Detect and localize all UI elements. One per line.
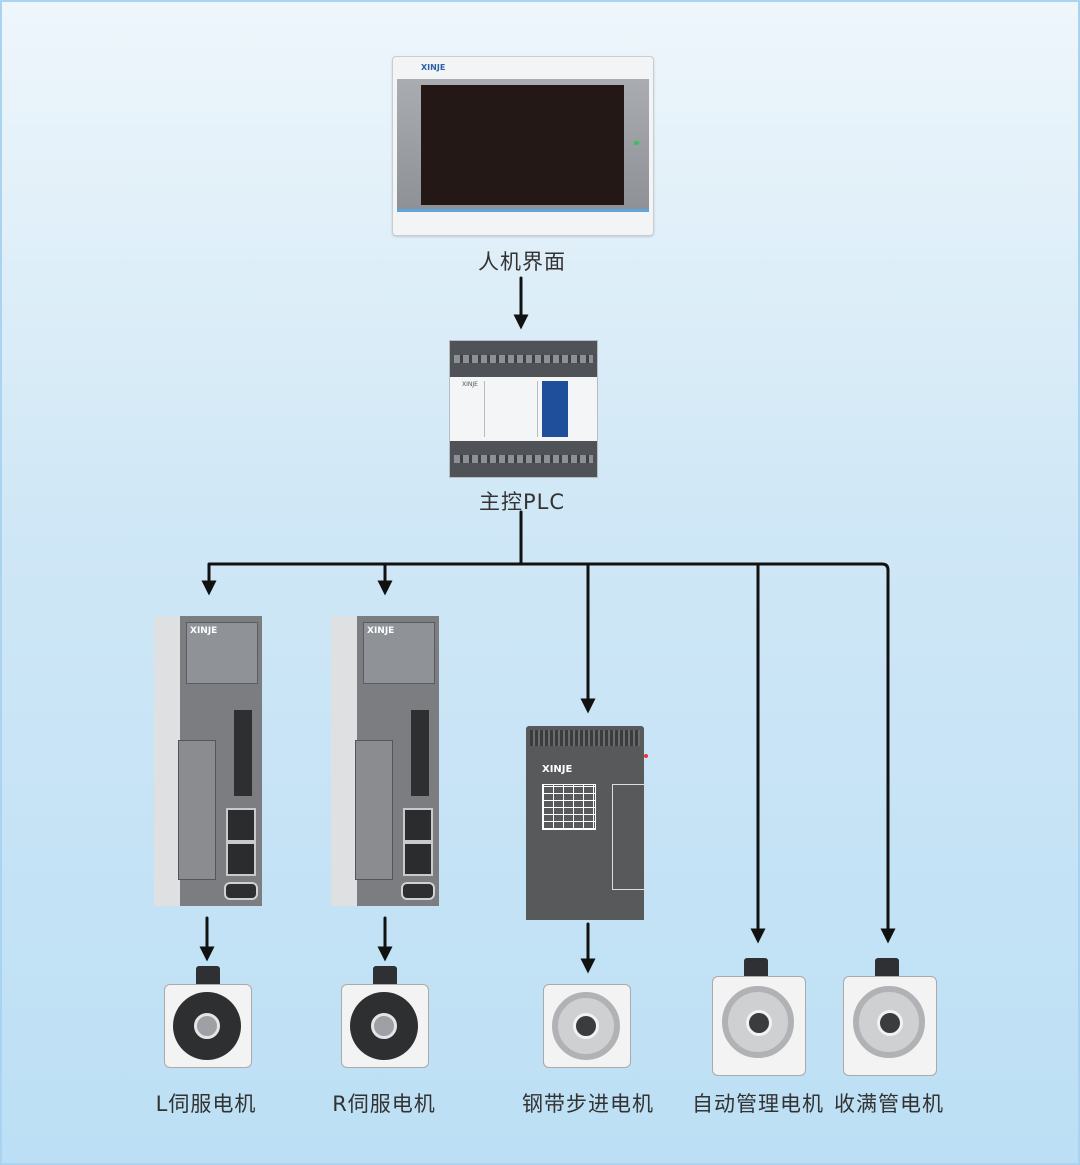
servo-driver-connector — [234, 710, 252, 796]
servo-driver-r-brand: XINJE — [367, 626, 395, 636]
servo-driver-db-port — [224, 882, 258, 900]
stepper-driver-terminal — [612, 784, 646, 890]
servo-driver-rj45-bottom — [226, 842, 256, 876]
servo-driver-panel — [178, 740, 216, 880]
motor-stepper — [543, 966, 631, 1068]
motor-face — [853, 986, 925, 1058]
motor-shaft — [746, 1010, 772, 1036]
stepper-driver: XINJE — [526, 726, 650, 920]
motor-l-label: L伺服电机 — [155, 1092, 257, 1116]
motor-shaft — [371, 1013, 397, 1039]
hmi-brand: XINJE — [421, 63, 446, 72]
motor-auto — [712, 958, 806, 1076]
servo-driver-l-brand: XINJE — [190, 626, 218, 636]
motor-l — [164, 966, 252, 1068]
servo-driver-l: XINJE — [154, 616, 262, 906]
hmi-led — [634, 141, 639, 145]
stepper-driver-led — [644, 754, 648, 758]
servo-driver-rj45-top — [226, 808, 256, 842]
servo-driver-panel — [355, 740, 393, 880]
motor-shaft — [877, 1010, 903, 1036]
servo-driver-r: XINJE — [331, 616, 439, 906]
stepper-driver-dip-table — [542, 784, 596, 830]
plc-device: XINJE — [449, 340, 598, 478]
edge-bus — [207, 562, 890, 934]
hmi-label: 人机界面 — [478, 250, 566, 274]
motor-r — [341, 966, 429, 1068]
stepper-driver-fins — [530, 730, 640, 746]
motor-r-label: R伺服电机 — [332, 1092, 436, 1116]
hmi-screen — [421, 85, 624, 205]
plc-label: 主控PLC — [478, 490, 566, 514]
motor-collect-label: 收满管电机 — [834, 1092, 944, 1116]
servo-driver-rj45-top — [403, 808, 433, 842]
servo-driver-side — [154, 616, 180, 906]
servo-driver-side — [331, 616, 357, 906]
plc-terminal-top — [450, 341, 597, 377]
plc-port-cover — [542, 381, 568, 437]
motor-encoder-cap — [875, 958, 899, 976]
plc-terminal-bottom — [450, 441, 597, 477]
plc-body — [450, 377, 597, 441]
motor-encoder-cap — [373, 966, 397, 984]
motor-encoder-cap — [744, 958, 768, 976]
motor-shaft — [573, 1013, 599, 1039]
plc-door — [484, 381, 538, 437]
servo-driver-display — [363, 622, 435, 684]
servo-driver-db-port — [401, 882, 435, 900]
servo-driver-connector — [411, 710, 429, 796]
servo-driver-display — [186, 622, 258, 684]
stepper-driver-brand: XINJE — [542, 764, 573, 775]
servo-driver-rj45-bottom — [403, 842, 433, 876]
motor-auto-label: 自动管理电机 — [692, 1092, 824, 1116]
plc-brand: XINJE — [462, 381, 478, 388]
motor-stepper-label: 钢带步进电机 — [522, 1092, 654, 1116]
motor-shaft — [194, 1013, 220, 1039]
motor-collect — [843, 958, 937, 1076]
hmi-device: XINJE — [392, 56, 654, 236]
motor-encoder-cap — [196, 966, 220, 984]
